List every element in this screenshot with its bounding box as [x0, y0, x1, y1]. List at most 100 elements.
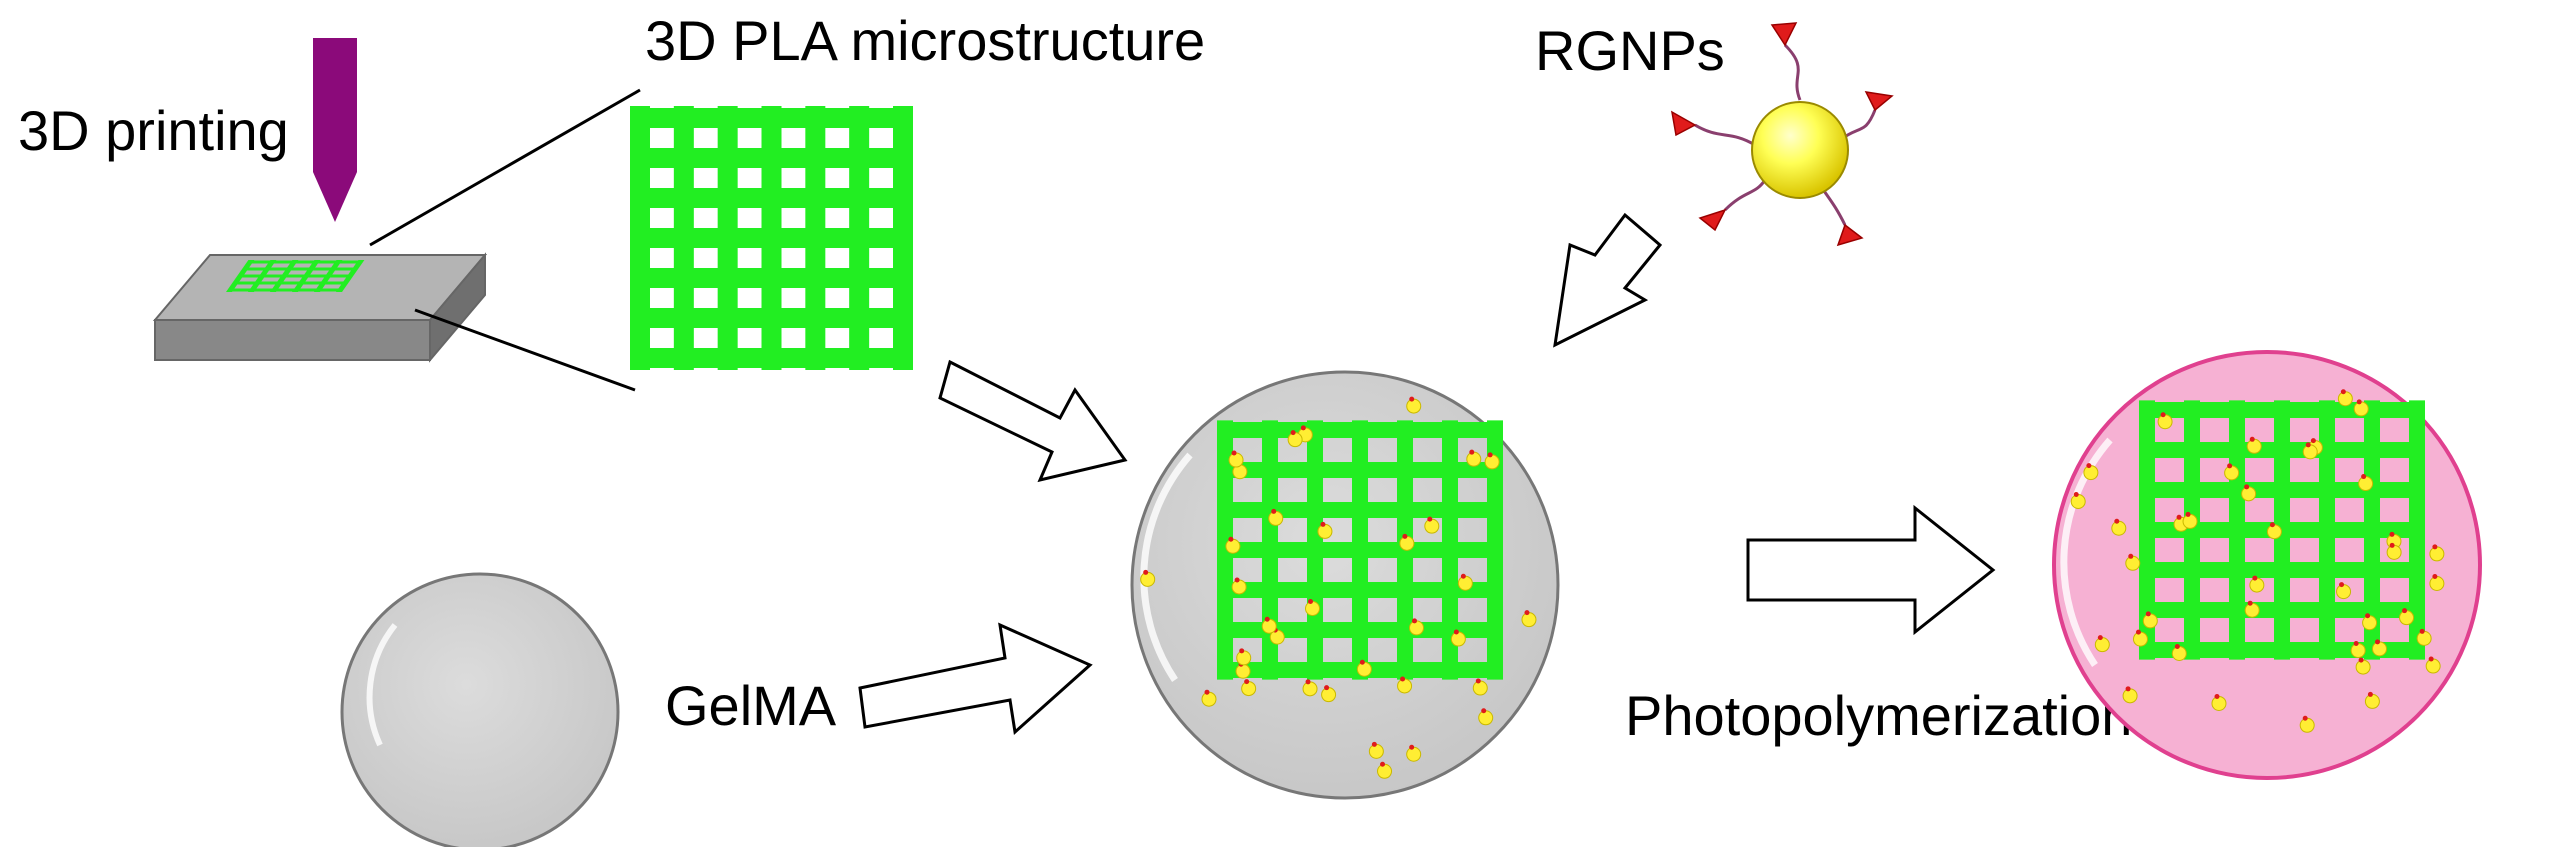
- nanoparticle-dot: [2399, 610, 2415, 626]
- ligand-tip: [2244, 484, 2250, 490]
- ligand-tip: [1487, 452, 1493, 458]
- nanoparticle-dot: [1472, 680, 1488, 696]
- nanoparticle-dot: [1368, 743, 1384, 759]
- nanoparticles-label: RGNPs: [1535, 19, 1725, 82]
- zoom-line-top: [369, 88, 641, 247]
- process-label: Photopolymerization: [1625, 684, 2132, 747]
- ligand-tip: [1469, 449, 1475, 455]
- nanoparticle-dot: [1406, 746, 1422, 762]
- ligand-tip: [2389, 542, 2395, 548]
- nanoparticle-dot: [2336, 584, 2352, 600]
- nanoparticle-dot: [2246, 438, 2262, 454]
- nanoparticle-dot: [2299, 717, 2315, 733]
- ligand-tip: [2375, 639, 2381, 645]
- nanoparticle-dot: [1261, 618, 1277, 634]
- ligand-tip: [2185, 511, 2191, 517]
- ligand-tip: [2174, 643, 2180, 649]
- ligand-tip: [2125, 686, 2131, 692]
- ligand-tip: [1264, 616, 1270, 622]
- printed-grid-icon: [225, 260, 365, 292]
- nanoparticle-dot: [1478, 710, 1494, 726]
- composite-highlight: [1140, 452, 1193, 682]
- nanoparticle-dot: [2142, 613, 2158, 629]
- nanoparticle-dot: [1424, 518, 1440, 534]
- nanoparticle-dot: [2337, 391, 2353, 407]
- nanoparticle-dot: [2362, 615, 2378, 631]
- ligand-tip: [2269, 522, 2275, 528]
- ligand-tip: [1380, 761, 1386, 767]
- ligand-tip: [1305, 679, 1311, 685]
- ligand-tip: [1271, 508, 1277, 514]
- ligand-tip: [2252, 575, 2258, 581]
- nanoparticle-dot: [2241, 486, 2257, 502]
- nanoparticle-dot: [1377, 763, 1393, 779]
- nanoparticle-dot: [2171, 645, 2187, 661]
- nanoparticle-dot: [2125, 555, 2141, 571]
- nanoparticle-dot: [2070, 494, 2086, 510]
- nanoparticle-dot: [2425, 658, 2441, 674]
- ligand-tip: [1475, 678, 1481, 684]
- ligand-tip: [2227, 463, 2233, 469]
- grid-column-bar: [225, 260, 255, 292]
- nanoparticle-dot: [1406, 398, 1422, 414]
- printing-label: 3D printing: [18, 99, 289, 162]
- ligand-tip: [2310, 438, 2316, 444]
- ligand-tip: [1239, 648, 1245, 654]
- ligand-tip: [1481, 708, 1487, 714]
- ligand-tip: [2135, 629, 2141, 635]
- grid-column-bar: [335, 260, 365, 292]
- nanoparticle-dot: [2372, 641, 2388, 657]
- nanoparticle-dot: [1201, 691, 1217, 707]
- ligand-tip: [1320, 521, 1326, 527]
- ligand-tip: [2176, 514, 2182, 520]
- grid-column-bar: [291, 260, 321, 292]
- hollow-arrow-icon: [938, 359, 1128, 483]
- ligand-tip: [1371, 741, 1377, 747]
- ligand-tip: [1228, 536, 1234, 542]
- ligand-tip: [1427, 516, 1433, 522]
- nanoparticle-dot: [1457, 575, 1473, 591]
- ligand-tip: [2358, 657, 2364, 663]
- ligand-tip: [1460, 573, 1466, 579]
- nanoparticle-dot: [2302, 444, 2318, 460]
- ligand-tip: [1400, 676, 1406, 682]
- nanoparticle-dot: [1305, 600, 1321, 616]
- nanoparticle-dot: [2429, 575, 2445, 591]
- ligand-tip: [2367, 691, 2373, 697]
- zoom-line-bottom: [414, 308, 636, 392]
- nanoparticle-dot: [1302, 681, 1318, 697]
- ligand-tip: [1359, 659, 1365, 665]
- nanoparticle-dot: [2249, 577, 2265, 593]
- ligand-tip: [1324, 685, 1330, 691]
- nanoparticle-dot: [2355, 659, 2371, 675]
- microstructure-label: 3D PLA microstructure: [645, 9, 1205, 72]
- nanoparticle-dot: [2358, 476, 2374, 492]
- ligand-tip: [1143, 569, 1149, 575]
- composite-nanoparticles: [1140, 396, 1537, 779]
- hollow-arrow-icon: [858, 622, 1093, 735]
- ligand-tip: [2365, 613, 2371, 619]
- nanoparticle-dot: [1399, 535, 1415, 551]
- nanoparticle-dot: [1236, 650, 1252, 666]
- ligand-tip: [2305, 442, 2311, 448]
- photopolymerized-grid: [2139, 400, 2425, 660]
- gelma-highlight: [366, 623, 398, 747]
- nanoparticle-dot: [1317, 523, 1333, 539]
- hollow-arrow-icon: [1553, 212, 1663, 348]
- ligand-tip: [2339, 582, 2345, 588]
- nanoparticle-dot: [2244, 602, 2260, 618]
- nanoparticle-dot: [1140, 571, 1156, 587]
- ligand-tip: [2340, 389, 2346, 395]
- nanoparticle-dot: [1241, 681, 1257, 697]
- substrate-plate-icon: [152, 252, 488, 363]
- grid-column-bar: [247, 260, 277, 292]
- ligand-tip: [1412, 618, 1418, 624]
- nanoparticle-dot: [1356, 661, 1372, 677]
- pla-microstructure-grid: [630, 106, 913, 370]
- nanoparticle-dot: [1235, 663, 1251, 679]
- nanoparticle-dot: [1231, 579, 1247, 595]
- ligand-tip: [1290, 430, 1296, 436]
- nanoparticle-dot: [1225, 538, 1241, 554]
- nanoparticle-dot: [1466, 451, 1482, 467]
